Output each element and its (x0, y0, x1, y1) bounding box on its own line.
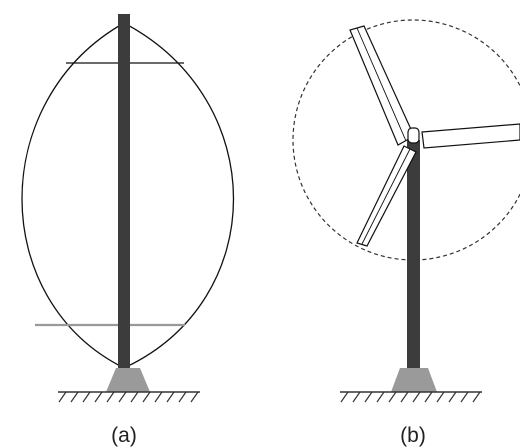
caption-a: (a) (111, 424, 137, 447)
ground-hatching-b (340, 391, 481, 403)
central-mast (118, 14, 130, 368)
tower-base (391, 368, 437, 392)
rotor-hub (407, 127, 420, 144)
horizontal-axis-turbine: (b) (292, 19, 520, 447)
tower (407, 140, 420, 368)
vertical-axis-turbine: (a) (21, 14, 234, 447)
ground-hatching (58, 391, 199, 403)
blade-upper-left-edge (356, 27, 407, 142)
darrieus-blade-left (21, 22, 125, 369)
mast-base (106, 368, 150, 392)
darrieus-blade-right (123, 22, 234, 369)
caption-b: (b) (400, 424, 426, 447)
blade-lower-left-edge (361, 148, 411, 245)
blade-right (421, 123, 520, 149)
